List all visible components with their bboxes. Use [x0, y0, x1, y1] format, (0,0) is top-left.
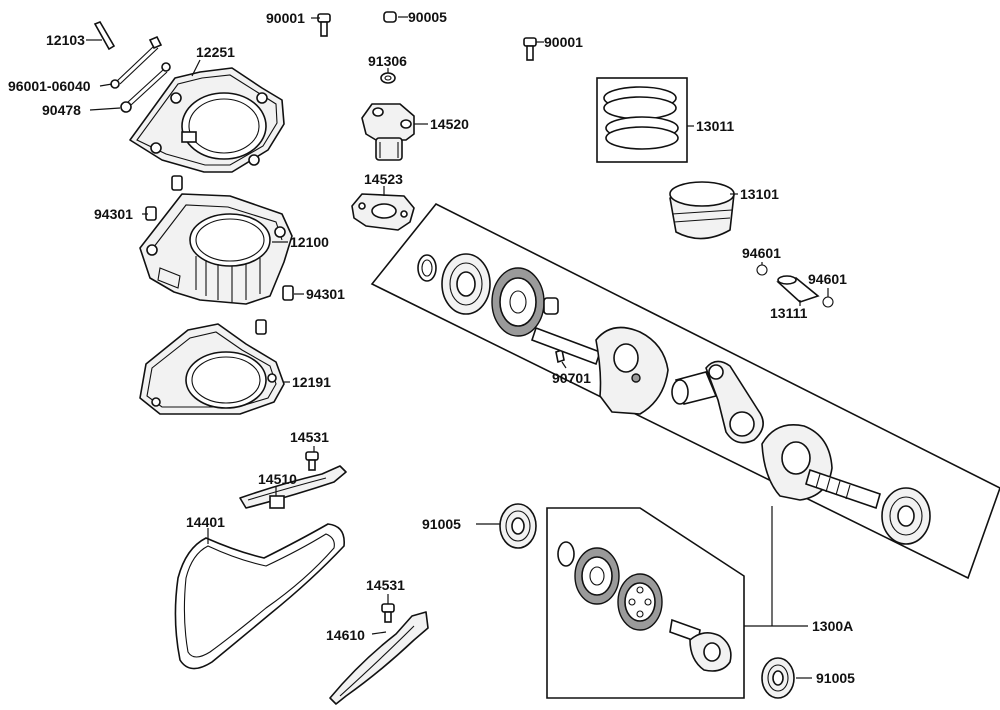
crank-pin [671, 371, 718, 405]
label-91005-right: 91005 [816, 670, 855, 686]
label-12100: 12100 [290, 234, 329, 250]
cam-chain-14401 [174, 523, 345, 670]
label-12103: 12103 [46, 32, 85, 48]
part-labels: 12103 96001-06040 90478 12251 90001 9000… [8, 9, 855, 686]
label-14531-lower: 14531 [366, 577, 405, 593]
label-94301-lower: 94301 [306, 286, 345, 302]
label-90001-top: 90001 [266, 10, 305, 26]
label-12191: 12191 [292, 374, 331, 390]
washer-90478 [120, 62, 171, 113]
sub-crankshaft [669, 618, 732, 672]
label-14401: 14401 [186, 514, 225, 530]
cylinder-block-12100 [139, 193, 293, 305]
label-14520: 14520 [430, 116, 469, 132]
label-90478: 90478 [42, 102, 81, 118]
bearing-91005-left [499, 503, 537, 549]
label-14510: 14510 [258, 471, 297, 487]
label-14610: 14610 [326, 627, 365, 643]
label-91306: 91306 [368, 53, 407, 69]
tensioner-gasket-14523 [351, 193, 415, 231]
label-90001-right: 90001 [544, 34, 583, 50]
label-94301-upper: 94301 [94, 206, 133, 222]
sub-assembly-frame [546, 507, 745, 699]
bearing-right [881, 487, 931, 545]
cylinder-base-gasket-12191 [139, 323, 285, 415]
bolt-14531-lower [381, 603, 395, 623]
piston-rings-13011 [596, 77, 688, 163]
label-14523: 14523 [364, 171, 403, 187]
bolt-90001-top [317, 13, 331, 37]
chain-tensioner-guide-14510 [239, 465, 347, 509]
drive-gear [491, 267, 545, 337]
bolt-96001-06040 [110, 35, 163, 89]
sub-seal-ring [557, 541, 575, 567]
label-94601-right: 94601 [808, 271, 847, 287]
cylinder-head-gasket-12251 [129, 67, 285, 173]
crankshaft-left-half [530, 326, 669, 415]
label-91005-left: 91005 [422, 516, 461, 532]
label-94601-left: 94601 [742, 245, 781, 261]
bearing-91005-right [761, 657, 795, 699]
stud-bolt-12103 [93, 21, 116, 51]
sub-drive-gear [574, 547, 620, 605]
collar [543, 297, 559, 315]
label-13011: 13011 [696, 118, 734, 134]
crankshaft-right-half [761, 424, 881, 510]
bolt-14531-upper [305, 451, 319, 471]
seal-ring [417, 254, 437, 282]
bearing-left [441, 253, 491, 315]
label-90701: 90701 [552, 370, 591, 386]
label-1300A: 1300A [812, 618, 853, 634]
bolt-90005 [383, 11, 397, 23]
label-13111: 13111 [770, 305, 808, 321]
piston-13101 [669, 181, 735, 240]
sub-sprocket [617, 573, 663, 631]
chain-guide-14610 [329, 611, 429, 705]
piston-pin-13111 [776, 275, 820, 303]
dowel-pin-94301-upper [145, 175, 183, 221]
washer-91306 [380, 72, 396, 84]
label-12251: 12251 [196, 44, 235, 60]
label-90005: 90005 [408, 9, 447, 25]
label-14531-upper: 14531 [290, 429, 329, 445]
connecting-rod [705, 360, 764, 444]
label-13101: 13101 [740, 186, 779, 202]
label-96001-06040: 96001-06040 [8, 78, 91, 94]
leader-lines [86, 16, 829, 679]
dowel-pin-94301-lower [255, 285, 294, 335]
bolt-90001-right [523, 37, 537, 61]
cam-chain-tensioner-14520 [361, 103, 415, 161]
